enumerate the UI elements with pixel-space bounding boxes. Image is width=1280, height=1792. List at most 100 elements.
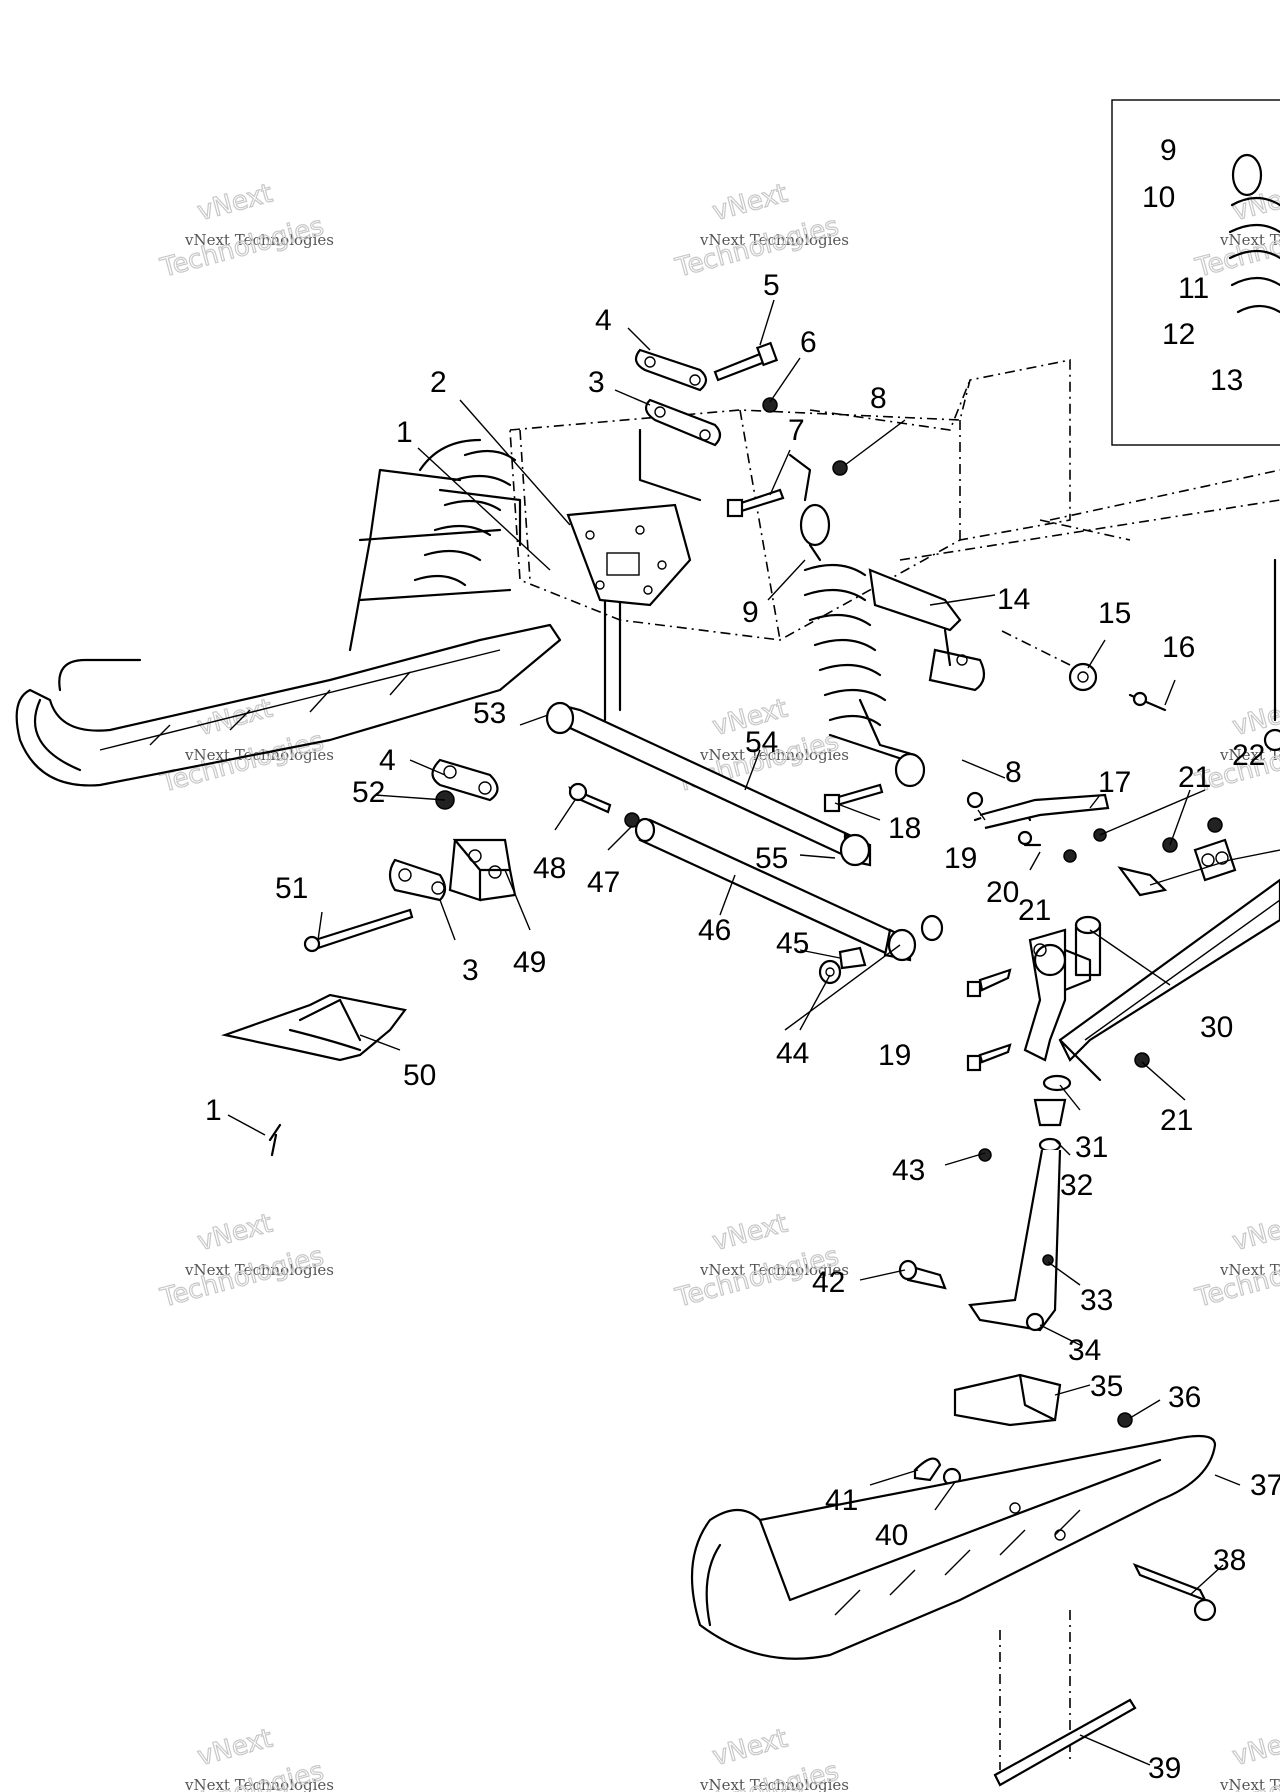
watermark-line2: vNext Technologies [699, 1776, 849, 1792]
callout-35: 35 [1090, 1370, 1123, 1403]
watermark-line2: vNext Technologies [699, 746, 849, 764]
steering-bracket [303, 838, 517, 953]
callout-51: 51 [275, 872, 308, 905]
watermark-line2: vNext Technologies [184, 231, 334, 249]
watermark-line3: Technologies [157, 1756, 327, 1792]
callout-53: 53 [473, 697, 506, 730]
callout-37: 37 [1250, 1469, 1280, 1502]
watermark-line2: vNext Technologies [699, 231, 849, 249]
callout-1b: 1 [205, 1094, 222, 1127]
callout-14: 14 [997, 583, 1030, 616]
callout-42: 42 [812, 1266, 845, 1299]
callout-1: 1 [396, 416, 413, 449]
callout-22: 22 [1232, 739, 1265, 772]
inset-shock-spring [1228, 196, 1280, 314]
left-ski-assembly [15, 438, 562, 787]
callout-inset-9: 9 [1160, 134, 1177, 167]
shock-absorber [799, 503, 926, 788]
skid-plate [220, 993, 407, 1157]
callout-19a: 19 [944, 842, 977, 875]
callout-31: 31 [1075, 1131, 1108, 1164]
callout-4: 4 [595, 304, 612, 337]
watermark-line2: vNext Technologies [184, 1261, 334, 1279]
callout-labels: 1 2 3 4 5 6 7 8 9 9 10 11 12 13 14 15 16… [205, 134, 1280, 1785]
a-arm [868, 568, 986, 692]
watermark-line2: vNext Technologies [1219, 746, 1280, 764]
tie-rod-lower [568, 782, 944, 962]
callout-48: 48 [533, 852, 566, 885]
right-ski-rail [978, 728, 1280, 1162]
bushing-set [818, 946, 867, 985]
bolt-7-assembly [726, 453, 848, 518]
callout-21a: 21 [1178, 761, 1211, 794]
callout-39: 39 [1148, 1752, 1181, 1785]
link-plate-lower-left [431, 758, 499, 810]
nut-6 [762, 397, 778, 413]
callout-34: 34 [1068, 1334, 1101, 1367]
callout-32: 32 [1060, 1169, 1093, 1202]
callout-16: 16 [1162, 631, 1195, 664]
watermark-line1: vNext [709, 1723, 790, 1772]
callout-3: 3 [588, 366, 605, 399]
spindle-column [968, 915, 1102, 1332]
main-ski [690, 1434, 1217, 1787]
watermark-line2: vNext Technologies [1219, 1776, 1280, 1792]
spindle-hardware [823, 783, 1178, 1072]
callout-15: 15 [1098, 597, 1131, 630]
watermark-line2: vNext Technologies [699, 1261, 849, 1279]
callout-20: 20 [986, 876, 1019, 909]
shock-inset [1111, 99, 1280, 446]
callout-41: 41 [825, 1484, 858, 1517]
callout-36: 36 [1168, 1381, 1201, 1414]
callout-50: 50 [403, 1059, 436, 1092]
callout-52: 52 [352, 776, 385, 809]
callout-2: 2 [430, 366, 447, 399]
watermark-line1: vNext [1229, 1208, 1280, 1257]
watermark-line1: vNext [709, 178, 790, 227]
callout-40: 40 [875, 1519, 908, 1552]
callout-30: 30 [1200, 1011, 1233, 1044]
callout-17: 17 [1098, 766, 1131, 799]
callout-9: 9 [742, 596, 759, 629]
watermark-line1: vNext [709, 1208, 790, 1257]
callout-21b: 21 [1018, 894, 1051, 927]
callout-10: 10 [1142, 181, 1175, 214]
callout-38: 38 [1213, 1544, 1246, 1577]
inset-shock-eye [1231, 153, 1263, 197]
callout-44: 44 [776, 1037, 809, 1070]
ski-saddle-hardware [898, 1259, 1133, 1487]
callout-33: 33 [1080, 1284, 1113, 1317]
tie-rod-upper [545, 701, 872, 867]
inset-frame [1111, 99, 1280, 446]
callout-3b: 3 [462, 954, 479, 987]
callout-7: 7 [788, 414, 805, 447]
callout-13: 13 [1210, 364, 1243, 397]
callout-54: 54 [745, 726, 778, 759]
watermark-line3: Technologies [672, 1756, 842, 1792]
callout-45: 45 [776, 927, 809, 960]
callout-19b: 19 [878, 1039, 911, 1072]
watermark-line1: vNext [1229, 1723, 1280, 1772]
callout-21c: 21 [1160, 1104, 1193, 1137]
callout-5: 5 [763, 269, 780, 302]
leader-lines [227, 299, 1280, 1766]
callout-49: 49 [513, 946, 546, 979]
watermark-line2: vNext Technologies [1219, 231, 1280, 249]
callout-4b: 4 [379, 744, 396, 777]
callout-11: 11 [1178, 272, 1209, 305]
callout-55: 55 [755, 842, 788, 875]
watermark-line1: vNext [194, 1723, 275, 1772]
watermark-line2: vNext Technologies [1219, 1261, 1280, 1279]
watermark-line2: vNext Technologies [184, 1776, 334, 1792]
link-plate-upper [634, 348, 708, 392]
callout-12: 12 [1162, 318, 1195, 351]
callout-18: 18 [888, 812, 921, 845]
